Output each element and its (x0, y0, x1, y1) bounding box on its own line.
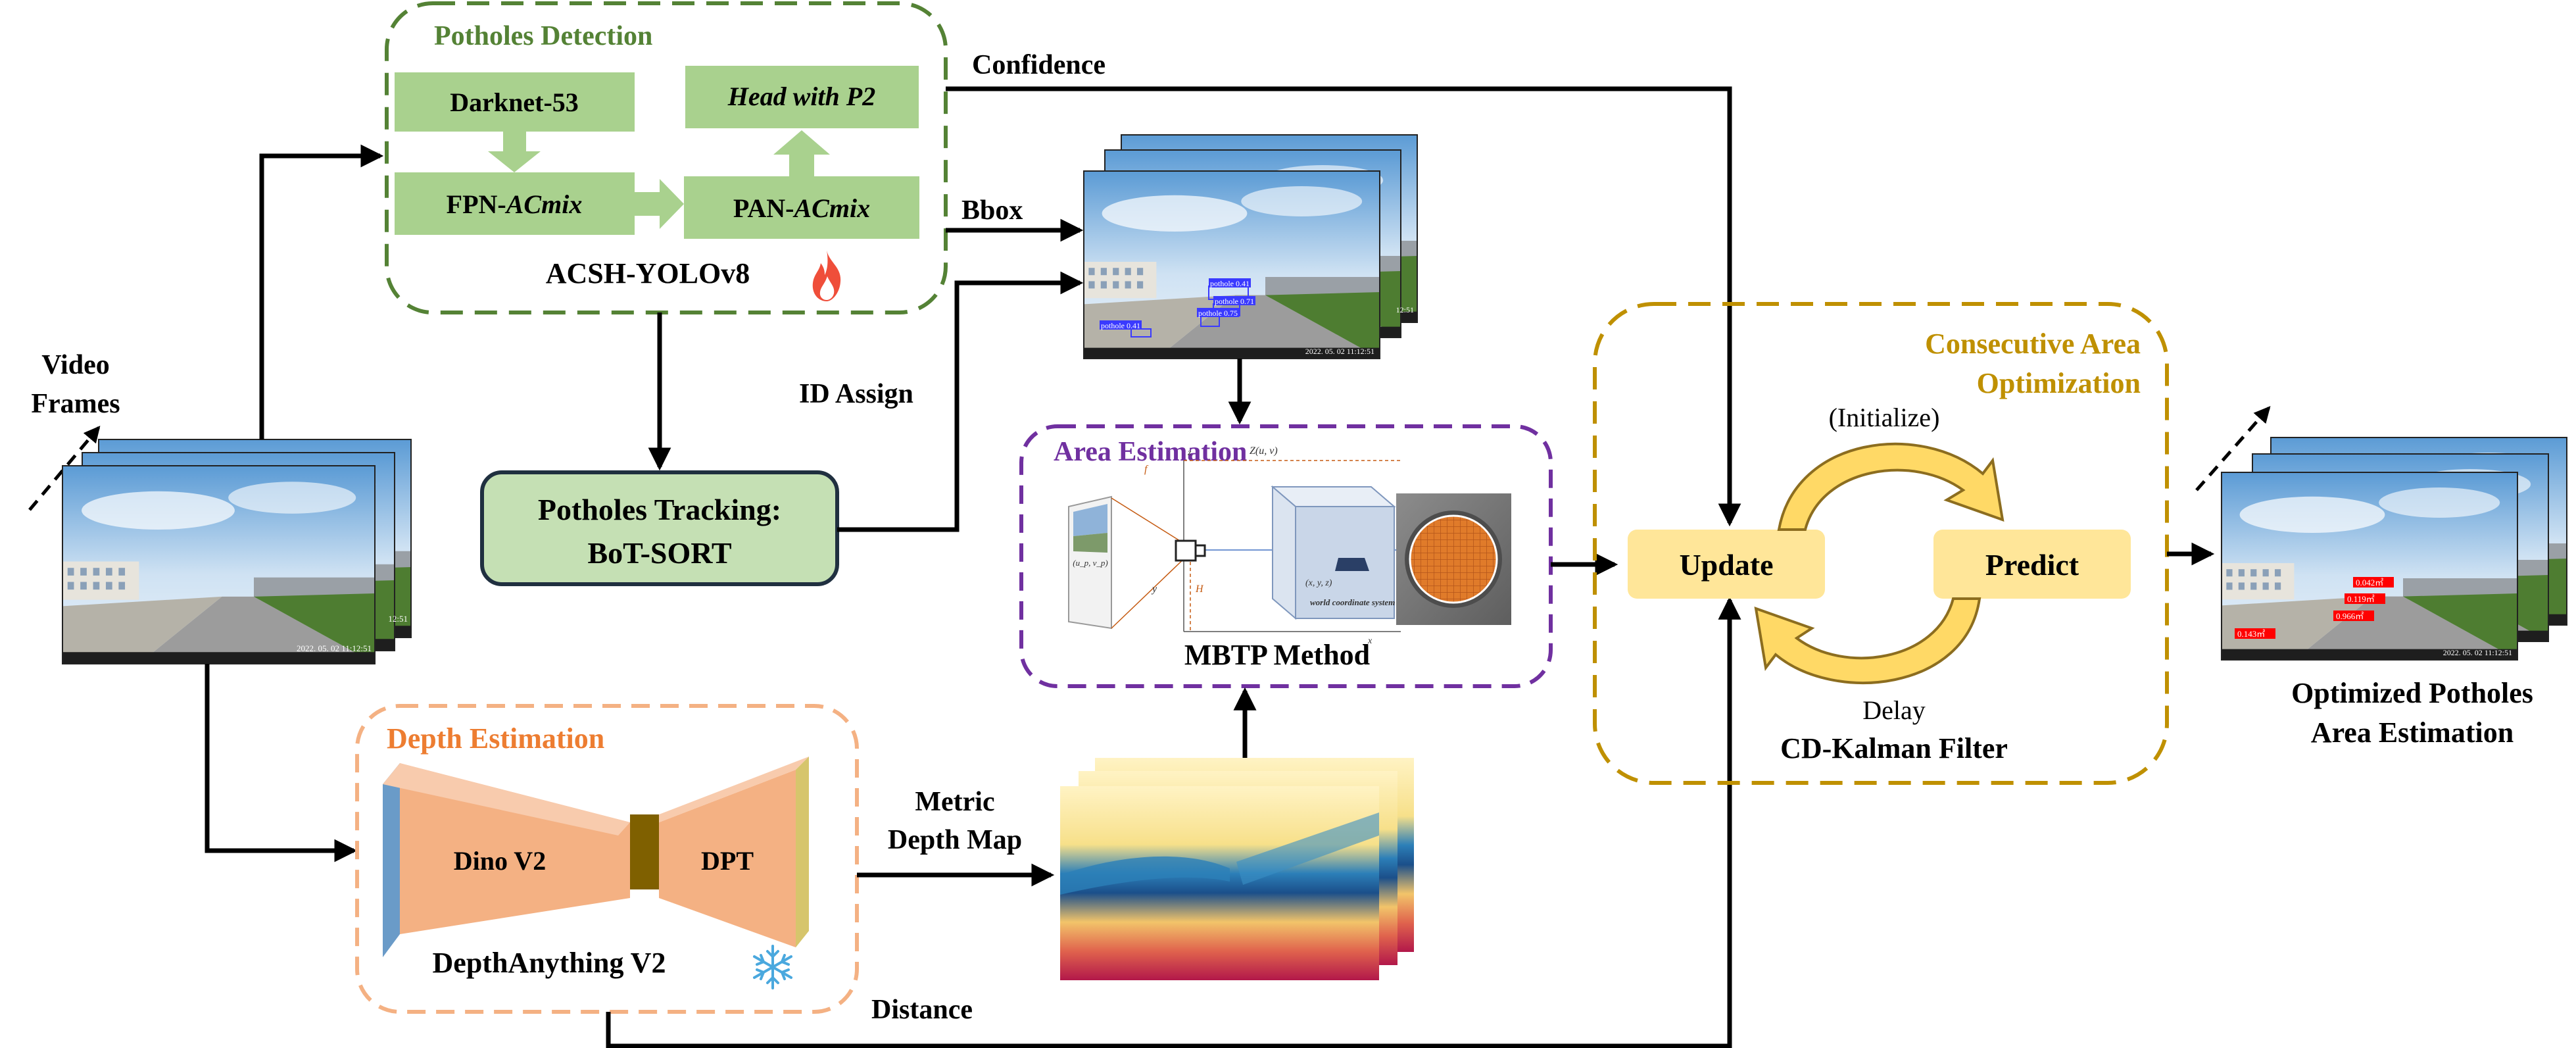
tracking-label-line2: BoT-SORT (587, 536, 731, 570)
darknet-label: Darknet-53 (450, 87, 579, 117)
edge-label-distance: Distance (871, 995, 973, 1025)
head-box (685, 66, 919, 128)
depth-module: Depth Estimation Dino V2 DPT DepthAnythi… (355, 704, 859, 1014)
z-axis-label: z (1187, 448, 1192, 458)
xyz-label: (x, y, z) (1305, 578, 1332, 588)
encoder-shape (400, 763, 630, 934)
update-box (1628, 530, 1825, 599)
input-frame-corner-time: 12:51 (388, 614, 408, 624)
edge-label-id-assign: ID Assign (799, 379, 913, 409)
fpn-box (395, 172, 635, 235)
det-frame-timestamp: 2022. 05. 02 11:12:51 (1305, 347, 1374, 356)
x-axis-label: x (1367, 636, 1373, 646)
initialize-curve-arrow (1777, 442, 2005, 531)
fire-icon (812, 250, 841, 301)
arrow-input-to-depth (205, 664, 358, 862)
input-label-line1: Video (41, 350, 109, 380)
area-label-4: 0.143㎡ (2237, 629, 2265, 639)
area-label-2: 0.119㎡ (2347, 594, 2375, 604)
detection-title: Potholes Detection (434, 21, 652, 51)
darknet-to-fpn-arrow (488, 132, 541, 172)
mbtp-geometry-figure: (u_p, v_p) f Z(u, v) H y x z (x, y, z) w (1068, 445, 1511, 646)
arrow-id-assign (837, 271, 1084, 532)
delay-label: Delay (1862, 695, 1926, 725)
tracking-module: Potholes Tracking: BoT-SORT (480, 470, 839, 586)
optimization-dashed-border (1593, 302, 2169, 785)
depth-title: Depth Estimation (387, 722, 604, 755)
filter-name: CD-Kalman Filter (1780, 732, 2008, 764)
area-result-labels: 0.042㎡ 0.119㎡ 0.966㎡ 0.143㎡ (2235, 577, 2394, 639)
depth-dashed-border (355, 704, 859, 1014)
area-label-1: 0.042㎡ (2356, 578, 2383, 587)
decoder-shape (659, 770, 796, 947)
pan-label: PAN-ACmix (733, 193, 870, 223)
optimization-module: Consecutive Area Optimization Update Pre… (1593, 302, 2169, 785)
delay-curve-arrow (1754, 597, 1981, 684)
input-label-line2: Frames (31, 389, 120, 419)
predict-label: Predict (1985, 548, 2079, 582)
area-title: Area Estimation (1054, 437, 1247, 467)
predict-box (1933, 530, 2131, 599)
detection-module: Potholes Detection Darknet-53 Head with … (385, 1, 948, 314)
zuv-label: Z(u, v) (1250, 445, 1278, 457)
edge-label-metric-line2: Depth Map (888, 825, 1022, 855)
f-label: f (1144, 464, 1149, 475)
pixel-coord-label: (u_p, v_p) (1073, 558, 1107, 568)
arrow-confidence (946, 86, 1741, 527)
bottleneck-block (630, 814, 659, 889)
fpn-label: FPN-ACmix (447, 189, 583, 219)
area-module: Area Estimation (u_p, v_p) f Z(u, v) H y… (1019, 424, 1553, 688)
input-frame-stack: 2022. 05. 02 11:12:51 12:51 (62, 439, 412, 664)
edge-label-metric-line1: Metric (915, 787, 994, 817)
det-label-1: pothole 0.41 (1210, 279, 1250, 288)
update-label: Update (1679, 548, 1773, 582)
head-label: Head with P2 (727, 82, 875, 111)
pan-to-head-arrow (773, 130, 830, 176)
det-label-3: pothole 0.75 (1198, 309, 1238, 318)
area-dashed-border (1019, 424, 1553, 688)
depth-input-plate (383, 763, 400, 957)
det-label-4: pothole 0.41 (1101, 321, 1140, 330)
fpn-to-pan-arrow (635, 179, 684, 229)
depth-model-name: DepthAnything V2 (433, 947, 666, 979)
y-axis-label: y (1151, 584, 1157, 595)
snowflake-icon (753, 945, 792, 989)
depth-map-frames (1060, 758, 1414, 980)
detection-output-frames: pothole 0.41 pothole 0.71 pothole 0.75 p… (1083, 134, 1418, 359)
input-frame-timestamp: 2022. 05. 02 11:12:51 (297, 643, 372, 653)
edge-label-bbox: Bbox (961, 195, 1023, 226)
depth-output-plate (796, 757, 809, 947)
tracking-label-line1: Potholes Tracking: (538, 493, 781, 526)
edge-label-confidence: Confidence (972, 50, 1106, 80)
encoder-label: Dino V2 (454, 846, 546, 876)
output-label-line1: Optimized Potholes (2291, 677, 2533, 709)
det-label-2: pothole 0.71 (1215, 297, 1254, 306)
decoder-top-face (659, 757, 809, 822)
output-section: 0.042㎡ 0.119㎡ 0.966㎡ 0.143㎡ 2022. 05. 02… (2195, 406, 2567, 749)
input-dashed-arrow (28, 426, 101, 511)
detection-model-name: ACSH-YOLOv8 (546, 257, 750, 289)
optimization-title-line2: Optimization (1977, 367, 2141, 399)
area-method-name: MBTP Method (1184, 639, 1370, 671)
darknet-box (395, 72, 635, 132)
input-section: Video Frames 2022. 05. 02 11:12:51 12:51 (28, 350, 412, 664)
arrow-input-to-detection (259, 144, 384, 439)
det-frame-corner-time: 12:51 (1396, 305, 1414, 314)
arrow-distance (606, 596, 1741, 1048)
output-frame-timestamp: 2022. 05. 02 11:12:51 (2443, 648, 2512, 657)
pan-box (684, 176, 919, 239)
optimization-title-line1: Consecutive Area (1925, 328, 2141, 360)
camera-icon (1175, 539, 1197, 562)
decoder-label: DPT (701, 846, 754, 876)
area-label-3: 0.966㎡ (2336, 611, 2364, 621)
world-coord-label: world coordinate system (1310, 597, 1395, 607)
output-label-line2: Area Estimation (2311, 716, 2514, 749)
initialize-label: (Initialize) (1829, 403, 1940, 432)
encoder-top-face (383, 763, 630, 836)
detection-dashed-border (385, 1, 948, 314)
h-label: H (1195, 584, 1204, 595)
